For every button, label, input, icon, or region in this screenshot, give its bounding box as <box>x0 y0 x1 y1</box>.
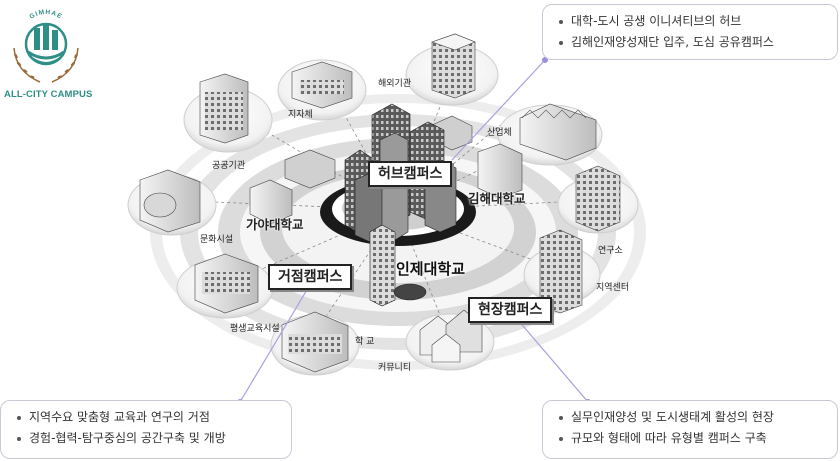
field-campus-label: 현장캠퍼스 <box>468 297 553 323</box>
node-label-lifelong: 평생교육시설 <box>230 324 280 334</box>
callout-field-list: 실무인재양성 및 도시생태계 활성의 현장 규모와 형태에 따라 유형별 캠퍼스… <box>557 407 827 449</box>
node-label-local-gov: 지자체 <box>288 110 313 120</box>
inje-tower <box>369 224 427 307</box>
callout-hub-item: 김해인재양성재단 입주, 도심 공유캠퍼스 <box>557 32 827 53</box>
gimhae-university-label: 김해대학교 <box>468 191 526 206</box>
connector-hub <box>451 59 546 161</box>
callout-hub-list: 대학-도시 공생 이니셔티브의 허브 김해인재양성재단 입주, 도심 공유캠퍼스 <box>557 11 827 53</box>
callout-field-item: 규모와 형태에 따라 유형별 캠퍼스 구축 <box>557 428 827 449</box>
gaya-university-label: 가야대학교 <box>246 217 304 232</box>
logo-brand-text: ALL-CITY CAMPUS <box>4 89 93 100</box>
callout-base-item: 경험-협력-탐구중심의 공간구축 및 개방 <box>15 428 281 449</box>
svg-text:GIMHAE: GIMHAE <box>28 9 63 21</box>
callout-base-item: 지역수요 맞춤형 교육과 연구의 거점 <box>15 407 281 428</box>
node-label-community: 커뮤니티 <box>378 363 412 373</box>
node-label-research: 연구소 <box>598 246 623 256</box>
node-label-overseas: 해외기관 <box>378 79 412 89</box>
buildings <box>139 33 621 373</box>
base-campus-label: 거점캠퍼스 <box>268 264 353 290</box>
hub-campus-label: 허브캠퍼스 <box>368 161 453 187</box>
logo-emblem: GIMHAE <box>13 9 79 83</box>
inje-university-label: 인제대학교 <box>396 260 466 278</box>
logo-arc-text: GIMHAE <box>28 9 62 21</box>
connector-field <box>517 319 589 403</box>
callout-base-list: 지역수요 맞춤형 교육과 연구의 거점 경험-협력-탐구중심의 공간구축 및 개… <box>15 407 281 449</box>
node-label-culture: 문화시설 <box>200 235 234 245</box>
node-label-industry: 산업체 <box>487 128 512 138</box>
node-label-public: 공공기관 <box>212 161 246 171</box>
callout-field-item: 실무인재양성 및 도시생태계 활성의 현장 <box>557 407 827 428</box>
node-label-school: 학 교 <box>355 337 375 347</box>
node-label-regional-center: 지역센터 <box>596 283 630 293</box>
connector-base <box>239 287 309 403</box>
callout-hub: 대학-도시 공생 이니셔티브의 허브 김해인재양성재단 입주, 도심 공유캠퍼스 <box>542 4 838 60</box>
gimhae-logo: GIMHAE ALL-CITY CAMPUS <box>0 0 100 110</box>
callout-base: 지역수요 맞춤형 교육과 연구의 거점 경험-협력-탐구중심의 공간구축 및 개… <box>0 400 292 459</box>
callout-field: 실무인재양성 및 도시생태계 활성의 현장 규모와 형태에 따라 유형별 캠퍼스… <box>542 400 838 459</box>
callout-hub-item: 대학-도시 공생 이니셔티브의 허브 <box>557 11 827 32</box>
